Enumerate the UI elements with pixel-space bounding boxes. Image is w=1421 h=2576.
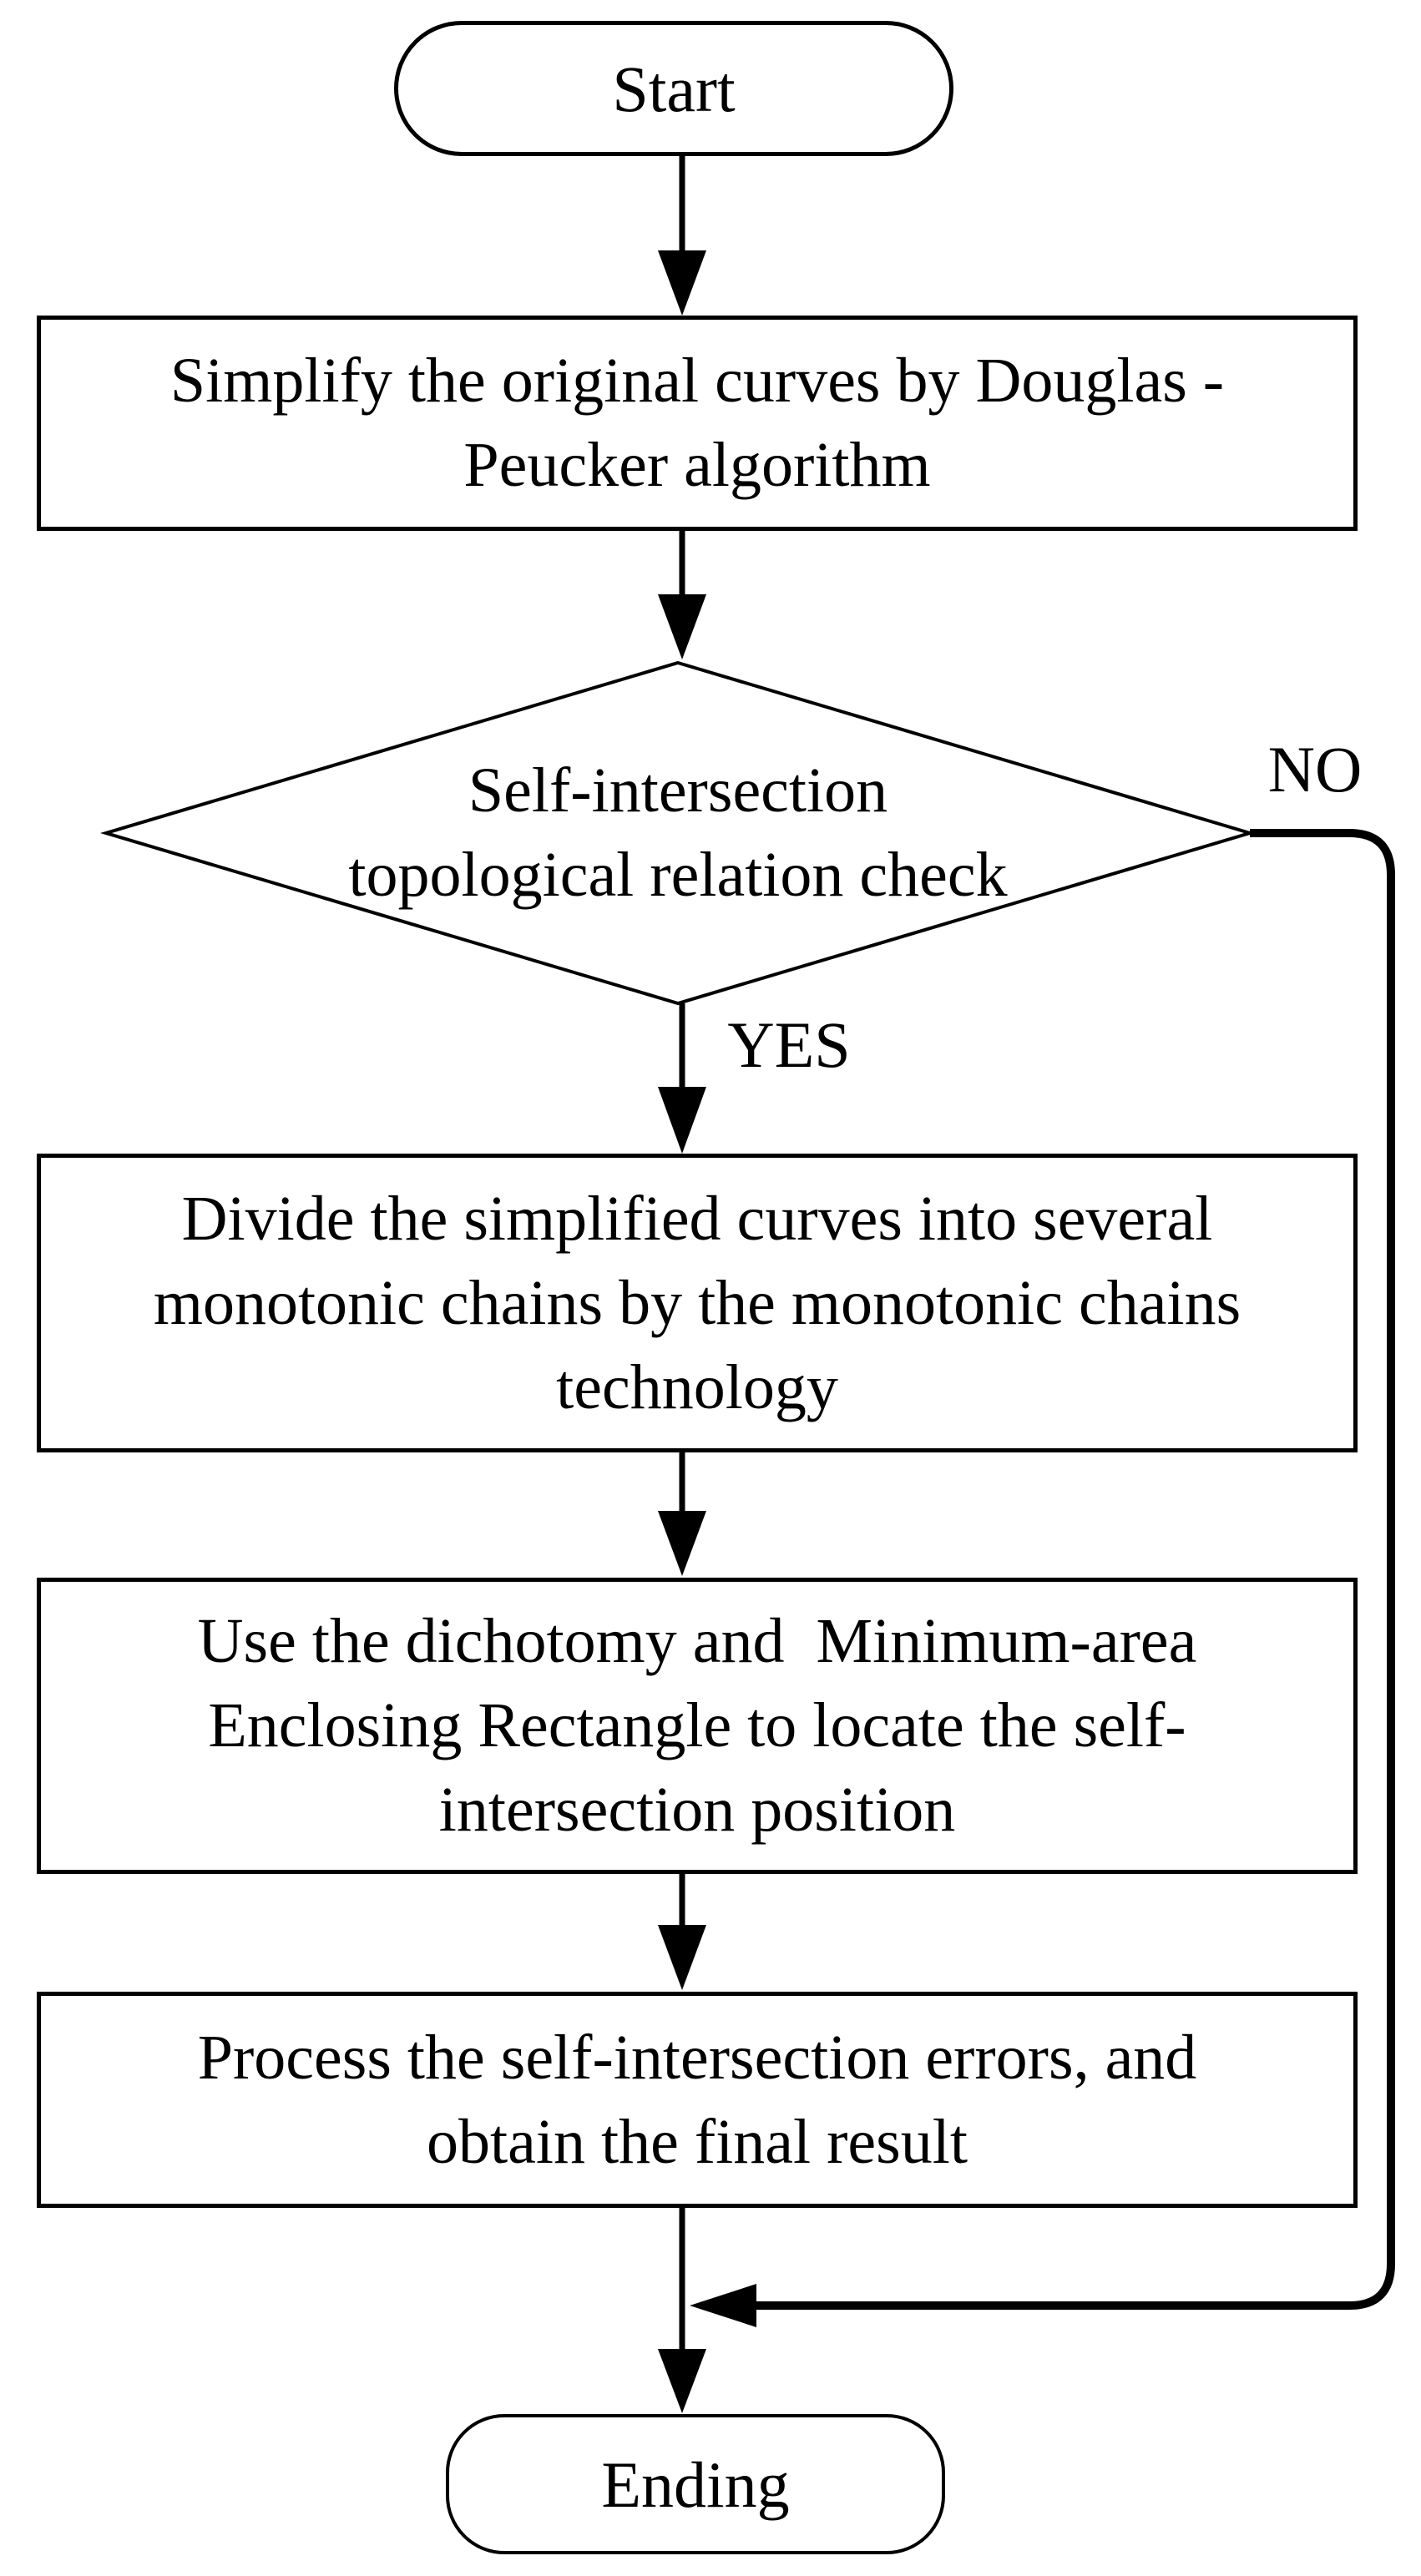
edge-label-no: NO (1267, 733, 1363, 806)
edge-label-yes: YES (727, 1008, 851, 1081)
start-terminator: Start (394, 21, 953, 156)
arrowhead-down-icon (658, 594, 706, 659)
arrowhead-down-icon (658, 2349, 706, 2413)
arrowhead-down-icon (658, 1925, 706, 1990)
no-return-path (755, 829, 1395, 2310)
arrowhead-left-icon (690, 2284, 756, 2327)
process-handle-errors: Process the self-intersection errors, an… (37, 1992, 1358, 2208)
end-terminator: Ending (446, 2414, 945, 2554)
arrowhead-down-icon (658, 250, 706, 316)
process-divide-monotonic-chains: Divide the simplified curves into severa… (37, 1154, 1358, 1452)
arrowhead-down-icon (658, 1087, 706, 1154)
arrowhead-down-icon (658, 1511, 706, 1576)
decision-self-intersection-check: Self-intersection topological relation c… (348, 755, 1008, 910)
decision-diamond-shape (99, 660, 1257, 1006)
process-locate-self-intersection: Use the dichotomy and Minimum-area Enclo… (37, 1578, 1358, 1874)
process-simplify-curves: Simplify the original curves by Douglas … (37, 316, 1358, 531)
